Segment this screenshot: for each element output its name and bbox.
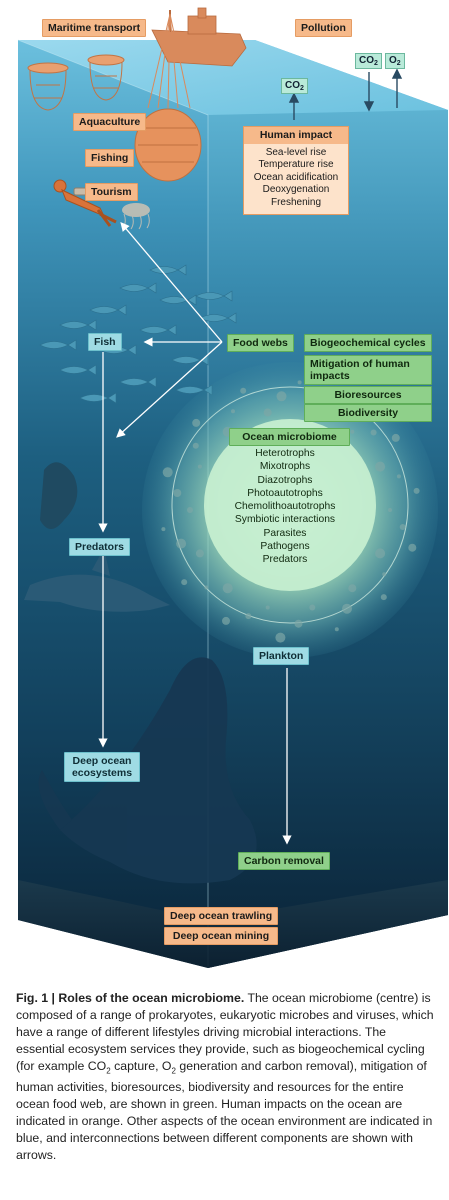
deep-ocean-mining-label: Deep ocean mining	[164, 927, 278, 945]
fish-school-icon	[39, 264, 237, 404]
microbial-lifestyle-item: Mixotrophs	[259, 461, 311, 473]
aquaculture-label: Aquaculture	[73, 113, 147, 131]
microbial-lifestyle-item: Predators	[262, 554, 308, 566]
o2-label: O2	[385, 53, 405, 69]
gas-exchange-arrows	[288, 68, 403, 120]
human-impact-item: Deoxygenation	[262, 184, 330, 196]
microbial-lifestyle-item: Symbiotic interactions	[234, 514, 336, 526]
microbial-lifestyle-item: Pathogens	[260, 541, 310, 553]
caption-label: Fig. 1 | Roles of the ocean microbiome.	[16, 991, 245, 1005]
microbial-lifestyle-item: Parasites	[263, 527, 307, 539]
fish-label: Fish	[88, 333, 122, 351]
microbial-lifestyle-item: Heterotrophs	[255, 448, 315, 459]
human-impact-item: Sea-level rise	[265, 146, 327, 158]
ship-icon	[151, 7, 247, 67]
service-mitigation: Mitigation of human impacts	[304, 355, 432, 385]
microbial-lifestyle-item: Diazotrophs	[257, 474, 313, 486]
service-biodiversity: Biodiversity	[304, 404, 432, 422]
carbon-removal-label: Carbon removal	[238, 852, 330, 870]
service-bioresources: Bioresources	[304, 386, 432, 404]
ocean-microbiome-title: Ocean microbiome	[229, 428, 350, 446]
microbial-lifestyle-item: Photoautotrophs	[247, 487, 323, 499]
deep-ocean-trawling-label: Deep ocean trawling	[164, 907, 278, 925]
food-webs-label: Food webs	[227, 334, 294, 352]
predators-label: Predators	[69, 538, 131, 556]
aquaculture-cage-icon	[27, 54, 125, 111]
human-impact-title: Human impact	[244, 127, 348, 144]
caption-text-1: The ocean microbiome (centre) is compose…	[16, 991, 434, 1073]
microbiome-core	[204, 419, 376, 591]
maritime-transport-label: Maritime transport	[42, 19, 147, 37]
figure-caption: Fig. 1 | Roles of the ocean microbiome. …	[16, 991, 434, 1163]
human-impact-item: Freshening	[270, 196, 322, 208]
caption-text-3: generation and carbon removal), mitigati…	[16, 1059, 433, 1163]
fishing-label: Fishing	[85, 149, 135, 167]
co2-emission-label: CO2	[355, 53, 382, 69]
deep-ocean-ecosystems-label: Deep ocean ecosystems	[64, 752, 140, 782]
human-impact-item: Ocean acidification	[253, 171, 339, 183]
pollution-label: Pollution	[295, 19, 352, 37]
ocean-column-illustration	[17, 7, 448, 968]
service-biogeochemical-cycles: Biogeochemical cycles	[304, 334, 432, 352]
seal-icon	[40, 462, 78, 529]
microbial-lifestyle-item: Chemolithoautotrophs	[234, 501, 336, 513]
ocean-diagram: Maritime transport Pollution Aquaculture…	[17, 7, 448, 968]
caption-text-2: capture, O	[110, 1059, 172, 1073]
plankton-label: Plankton	[253, 647, 310, 665]
co2-uptake-label: CO2	[281, 78, 308, 94]
ocean-surface	[18, 40, 448, 115]
jellyfish-icon	[122, 203, 150, 230]
plankton-cells-icon	[161, 380, 420, 643]
whale-icon	[38, 657, 257, 884]
tourism-label: Tourism	[85, 183, 138, 201]
human-impact-item: Temperature rise	[258, 159, 334, 171]
fishing-net-icon	[134, 13, 202, 182]
connection-arrows	[98, 222, 292, 845]
